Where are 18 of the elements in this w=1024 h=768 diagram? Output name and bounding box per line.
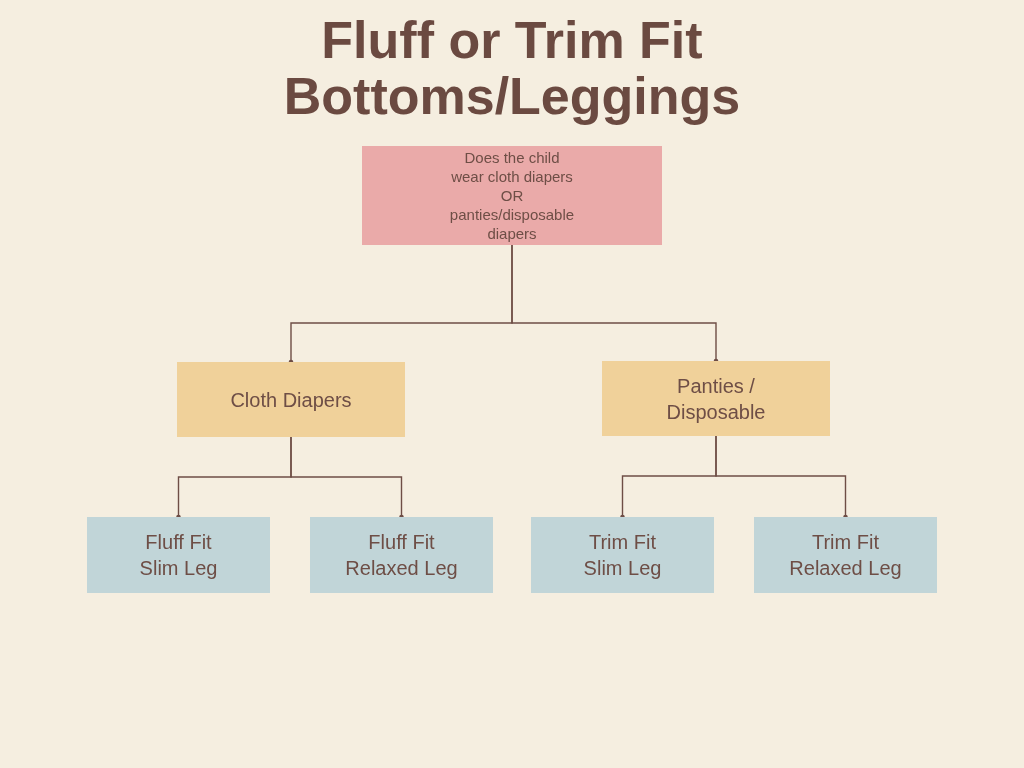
category-box [602,361,830,436]
question-text: Does the child wear cloth diapers OR panties/disposable diapers [448,148,576,243]
option-label: Trim Fit Relaxed Leg [788,530,903,581]
question-box [362,146,662,245]
option-label: Fluff Fit Relaxed Leg [344,530,459,581]
title: Fluff or Trim Fit Bottoms/Leggings [282,12,742,124]
option-label: Trim Fit Slim Leg [582,530,663,581]
option-label: Fluff Fit Slim Leg [138,530,219,581]
option-box [87,517,270,593]
category-box [177,362,405,437]
connector-line [290,436,404,520]
connector-line [715,435,848,520]
option-box [310,517,493,593]
option-box [531,517,714,593]
connector-line [511,244,719,364]
category-label: Panties / Disposable [665,373,767,425]
option-box [754,517,937,593]
category-label: Cloth Diapers [230,387,352,413]
